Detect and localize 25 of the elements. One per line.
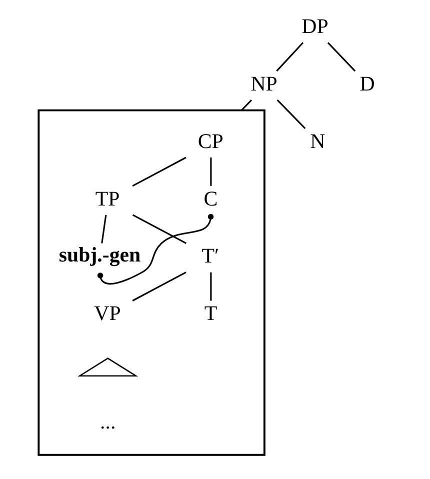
cluster	[37, 109, 265, 456]
connector	[210, 158, 212, 186]
node-text: CP	[197, 128, 223, 153]
node-label: ...	[100, 409, 116, 434]
node-text: C	[203, 186, 218, 210]
connector	[132, 272, 186, 302]
node-text: VP	[94, 301, 120, 326]
node-text: TP	[94, 186, 120, 210]
node-triangle	[77, 358, 138, 377]
node-text: N	[310, 128, 325, 153]
node-text: T	[204, 301, 217, 326]
connector	[96, 214, 214, 285]
node-text: T′	[201, 244, 219, 268]
node-text: subj.-gen	[58, 242, 140, 266]
connector	[132, 156, 186, 187]
connector	[276, 100, 306, 130]
connector	[100, 214, 106, 244]
connector	[240, 100, 252, 111]
connector	[326, 42, 356, 72]
connector	[276, 42, 304, 72]
node-text: D	[359, 71, 374, 96]
node-text: NP	[250, 71, 277, 96]
connector	[210, 272, 212, 301]
node-text: DP	[301, 14, 328, 38]
connector	[132, 214, 186, 244]
